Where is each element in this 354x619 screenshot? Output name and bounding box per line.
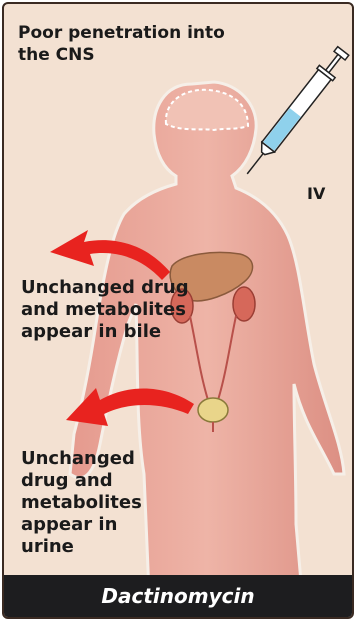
urine-excretion-text: Unchanged drug and metabolites appear in… bbox=[21, 448, 171, 558]
bladder bbox=[198, 398, 228, 422]
drug-title-bar: Dactinomycin bbox=[4, 575, 352, 617]
syringe-icon bbox=[239, 45, 351, 180]
cns-penetration-text: Poor penetration into the CNS bbox=[18, 22, 238, 66]
bile-excretion-text: Unchanged drug and metabolites appear in… bbox=[21, 277, 191, 343]
drug-title: Dactinomycin bbox=[101, 584, 254, 608]
kidney-right bbox=[233, 287, 255, 321]
route-label: IV bbox=[307, 184, 325, 203]
